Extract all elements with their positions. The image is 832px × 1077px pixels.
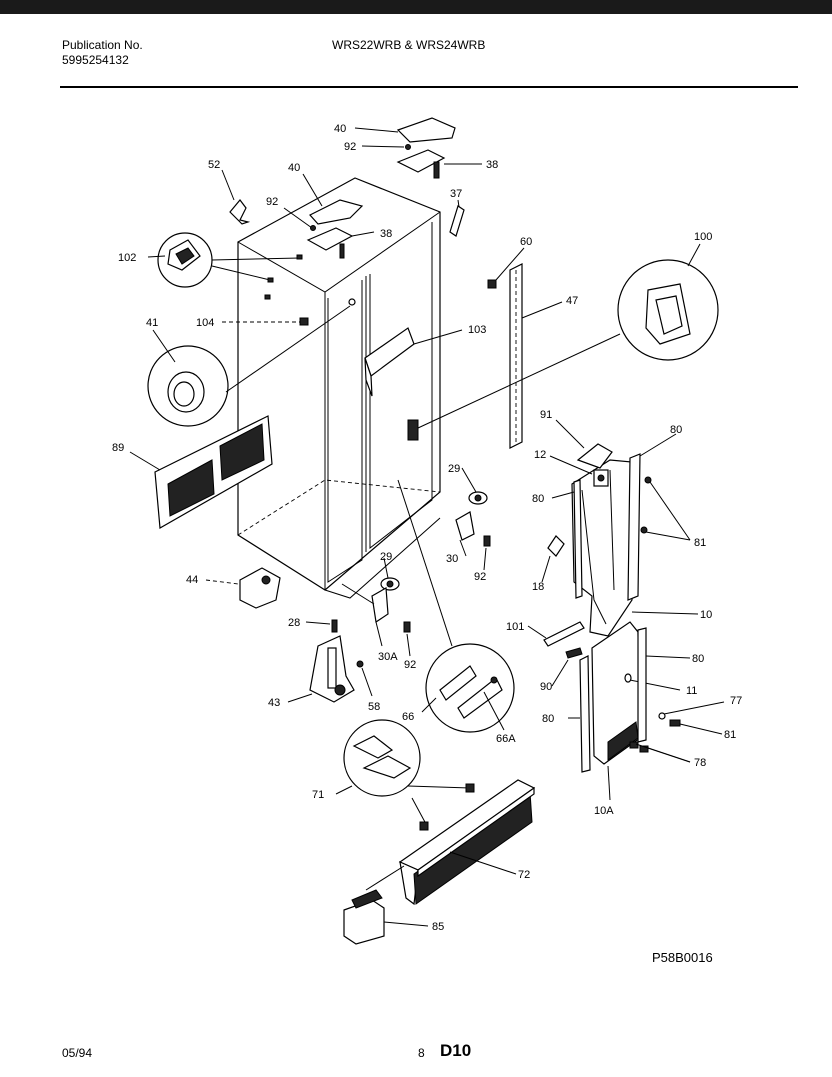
label-10: 10 [700,609,712,621]
publication-number: 5995254132 [62,53,129,67]
part-10A-door-panel [591,621,681,801]
label-30A: 30A [378,651,398,663]
label-28: 28 [288,617,300,629]
label-47: 47 [566,295,578,307]
label-80: 80 [542,713,554,725]
scan-top-edge [0,0,832,14]
label-38: 38 [486,159,498,171]
part-37-bracket [449,199,465,237]
label-43: 43 [268,697,280,709]
part-10-door-liner [571,459,699,637]
callout-66 [397,479,515,733]
part-103-mullion [364,327,463,397]
part-92-screw-c [483,535,491,571]
footer-section: D10 [440,1041,472,1060]
label-29: 29 [380,551,392,563]
part-80-strip-b [627,433,677,601]
part-85-bracket [343,865,429,945]
label-101: 101 [506,621,524,633]
part-52-cam [221,169,251,225]
label-41: 41 [146,317,158,329]
label-92: 92 [266,196,278,208]
footer-page-number: 8 [418,1046,425,1060]
label-60: 60 [520,236,532,248]
part-29-30A-roller-lower [341,557,400,647]
label-77: 77 [730,695,742,707]
callout-labels: 40 92 38 37 52 40 92 38 60 47 100 102 41… [112,123,742,933]
part-44-relay [205,567,281,609]
label-40: 40 [334,123,346,135]
callout-71 [335,719,475,831]
model-numbers: WRS22WRB & WRS24WRB [332,38,486,52]
label-52: 52 [208,159,220,171]
label-38: 38 [380,228,392,240]
cabinet [237,177,441,599]
label-12: 12 [534,449,546,461]
label-66: 66 [402,711,414,723]
label-71: 71 [312,789,324,801]
callout-100 [417,243,719,429]
label-80: 80 [670,424,682,436]
callout-41 [147,305,351,427]
part-92-screw-d [403,621,411,657]
part-90-spacer [551,647,583,687]
label-92: 92 [404,659,416,671]
label-104: 104 [196,317,214,329]
label-72: 72 [518,869,530,881]
callout-102 [147,232,303,300]
label-103: 103 [468,324,486,336]
part-12-fitting [549,455,609,487]
cabinet-latch [407,419,419,441]
label-89: 89 [112,442,124,454]
label-81: 81 [694,537,706,549]
label-102: 102 [118,252,136,264]
label-44: 44 [186,574,198,586]
label-40: 40 [288,162,300,174]
label-91: 91 [540,409,552,421]
label-92: 92 [474,571,486,583]
part-89-control-panel [129,415,273,529]
part-80-strip-d [568,655,591,773]
part-60-screw [487,247,525,289]
part-40-hinge-cover-lower [302,173,364,225]
part-29-30-roller-upper [455,467,488,557]
label-81: 81 [724,729,736,741]
part-91-block [555,419,613,469]
label-58: 58 [368,701,380,713]
label-66A: 66A [496,733,516,745]
part-43-bottom-hinge [287,619,373,703]
part-101-rod [527,621,585,647]
label-80: 80 [692,653,704,665]
part-80-strip-c [637,627,691,743]
part-40-hinge-cover-upper [354,117,456,143]
label-30: 30 [446,553,458,565]
label-78: 78 [694,757,706,769]
drawing-code: P58B0016 [652,950,713,965]
part-81-screws-a [640,476,691,541]
footer-date: 05/94 [62,1046,93,1060]
part-18-clip [541,535,565,583]
label-92: 92 [344,141,356,153]
part-72-base-grille [398,779,536,906]
part-77-81-78-fasteners [629,701,725,763]
label-90: 90 [540,681,552,693]
publication-label: Publication No. [62,38,143,52]
header-rule [60,86,798,88]
part-38-hinge-upper [361,144,482,179]
part-80-strip-a [551,479,583,599]
label-18: 18 [532,581,544,593]
label-100: 100 [694,231,712,243]
label-11: 11 [686,685,697,697]
label-29: 29 [448,463,460,475]
label-80: 80 [532,493,544,505]
part-104-screw [222,317,309,326]
label-85: 85 [432,921,444,933]
label-37: 37 [450,188,462,200]
label-10A: 10A [594,805,614,817]
part-47-rail [509,263,563,449]
part-38-hinge-lower [283,207,375,259]
